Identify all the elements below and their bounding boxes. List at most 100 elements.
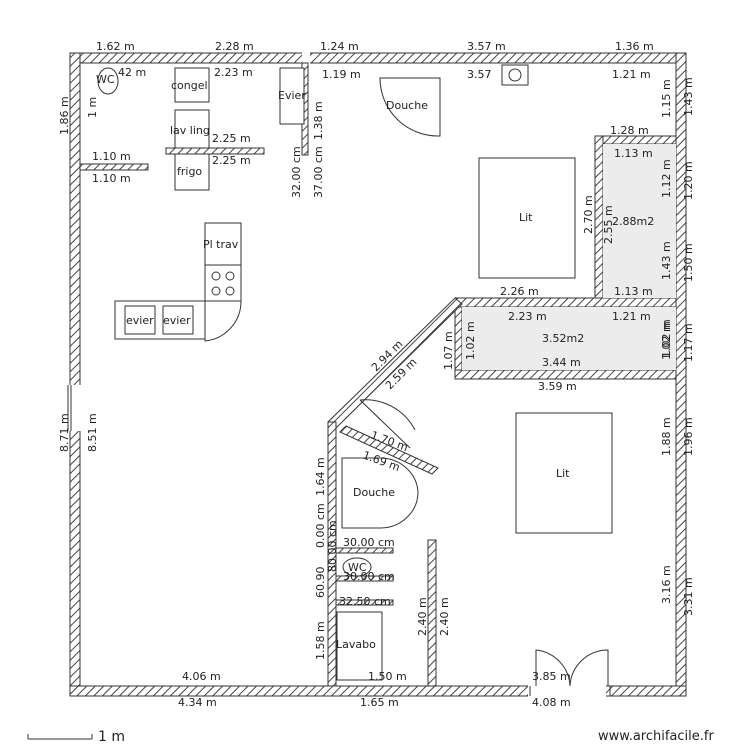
room-congel: congel bbox=[171, 79, 208, 92]
svg-text:1.24 m: 1.24 m bbox=[320, 40, 359, 53]
svg-text:1.28 m: 1.28 m bbox=[610, 124, 649, 137]
svg-text:2.23 m: 2.23 m bbox=[214, 66, 253, 79]
room-labels: WC congel Evier lav ling frigo Douche Pl… bbox=[96, 73, 570, 651]
svg-text:2.40 m: 2.40 m bbox=[438, 597, 451, 636]
room-douche-bottom: Douche bbox=[353, 486, 395, 499]
svg-text:2.55 m: 2.55 m bbox=[602, 205, 615, 244]
svg-text:1.20 m: 1.20 m bbox=[682, 161, 695, 200]
evier-top-fixture bbox=[279, 67, 305, 125]
svg-text:1.15 m: 1.15 m bbox=[660, 79, 673, 118]
bathroom-labels: 1.64 m 0.00 cm 80.00 cm 30.00 cm 60.90 3… bbox=[314, 457, 451, 660]
svg-text:0.00 cm: 0.00 cm bbox=[314, 503, 327, 548]
right-dimensions: 1.43 m 1.20 m 1.50 m 1.17 m 1.96 m 3.31 … bbox=[660, 77, 695, 616]
svg-text:3.16 m: 3.16 m bbox=[660, 565, 673, 604]
room-wc-bottom: WC bbox=[348, 561, 367, 574]
sink-top-fixture bbox=[508, 68, 522, 82]
svg-text:1.17 m: 1.17 m bbox=[682, 323, 695, 362]
svg-text:3.85 m: 3.85 m bbox=[532, 670, 571, 683]
svg-text:2.40 m: 2.40 m bbox=[416, 597, 429, 636]
stove-fixture bbox=[204, 264, 242, 302]
room-evier-1: evier bbox=[126, 314, 154, 327]
svg-text:42 m: 42 m bbox=[118, 66, 146, 79]
room-lavabo: Lavabo bbox=[336, 638, 376, 651]
room-evier-2: evier bbox=[163, 314, 191, 327]
svg-text:1.21 m: 1.21 m bbox=[612, 68, 651, 81]
room-wc-top: WC bbox=[96, 73, 115, 86]
svg-text:1.50 m: 1.50 m bbox=[368, 670, 407, 683]
svg-text:4.06 m: 4.06 m bbox=[182, 670, 221, 683]
svg-text:32.00 cm: 32.00 cm bbox=[290, 146, 303, 198]
svg-text:1.07 m: 1.07 m bbox=[442, 331, 455, 370]
svg-text:3.44 m: 3.44 m bbox=[542, 356, 581, 369]
douche-bottom-fixture bbox=[341, 457, 419, 529]
room-pl-trav: Pl trav bbox=[203, 238, 239, 251]
svg-text:30.00 cm: 30.00 cm bbox=[343, 570, 395, 583]
svg-text:8.71 m: 8.71 m bbox=[58, 413, 71, 452]
svg-text:1.13 m: 1.13 m bbox=[614, 147, 653, 160]
front-door-right bbox=[569, 649, 609, 687]
svg-text:1.10 m: 1.10 m bbox=[92, 172, 131, 185]
closet-mid-labels: 2.26 m 2.23 m 1.21 m 1.07 m 1.02 m 3.52m… bbox=[442, 285, 673, 393]
fixtures bbox=[97, 64, 676, 696]
svg-text:8.51 m: 8.51 m bbox=[86, 413, 99, 452]
room-douche-top: Douche bbox=[386, 99, 428, 112]
douche-top-door bbox=[379, 77, 441, 137]
svg-text:2.25 m: 2.25 m bbox=[212, 154, 251, 167]
scale-bar: 1 m bbox=[27, 729, 125, 745]
svg-text:3.59 m: 3.59 m bbox=[538, 380, 577, 393]
svg-text:4.34 m: 4.34 m bbox=[178, 696, 217, 709]
frigo-fixture bbox=[174, 153, 210, 191]
svg-text:37.00 cm: 37.00 cm bbox=[312, 146, 325, 198]
svg-text:1.64 m: 1.64 m bbox=[314, 457, 327, 496]
outer-walls bbox=[67, 52, 687, 697]
svg-text:1.02 m: 1.02 m bbox=[660, 321, 673, 360]
diagonal-door bbox=[359, 399, 416, 449]
room-lit-top: Lit bbox=[519, 211, 533, 224]
svg-text:1.58 m: 1.58 m bbox=[314, 621, 327, 660]
wc-top-fixture bbox=[97, 67, 119, 95]
svg-text:1.43 m: 1.43 m bbox=[682, 77, 695, 116]
room-lit-bottom: Lit bbox=[556, 467, 570, 480]
svg-text:1.02 m: 1.02 m bbox=[464, 321, 477, 360]
svg-text:2.23 m: 2.23 m bbox=[508, 310, 547, 323]
closet-top-labels: 1.28 m 1.13 m 2.70 m 2.55 m 2.88m2 1.13 … bbox=[582, 124, 654, 298]
lit-top-bed bbox=[478, 157, 576, 279]
svg-text:1.02 m: 1.02 m bbox=[660, 319, 673, 358]
watermark: www.archifacile.fr bbox=[598, 729, 714, 744]
lavabo-fixture bbox=[336, 611, 383, 681]
room-frigo: frigo bbox=[177, 165, 202, 178]
svg-text:2.28 m: 2.28 m bbox=[215, 40, 254, 53]
svg-text:3.57: 3.57 bbox=[467, 68, 492, 81]
svg-text:2.70 m: 2.70 m bbox=[582, 195, 595, 234]
svg-text:1.21 m: 1.21 m bbox=[612, 310, 651, 323]
lav-ling-fixture bbox=[174, 109, 210, 149]
svg-text:1.43 m: 1.43 m bbox=[660, 241, 673, 280]
svg-text:1.65 m: 1.65 m bbox=[360, 696, 399, 709]
kitchen-door-arc bbox=[204, 300, 242, 342]
wc-bottom-fixture bbox=[342, 557, 372, 577]
svg-text:2.25 m: 2.25 m bbox=[212, 132, 251, 145]
svg-text:4.08 m: 4.08 m bbox=[532, 696, 571, 709]
congel-fixture bbox=[174, 67, 210, 103]
svg-text:1.86 m: 1.86 m bbox=[58, 96, 71, 135]
svg-text:1.96 m: 1.96 m bbox=[682, 417, 695, 456]
svg-text:80.00 cm: 80.00 cm bbox=[326, 520, 339, 572]
svg-text:1.13 m: 1.13 m bbox=[614, 285, 653, 298]
left-dimensions: 1.86 m 8.71 m 8.51 m bbox=[58, 96, 99, 452]
svg-text:30.00 cm: 30.00 cm bbox=[343, 536, 395, 549]
svg-text:1.10 m: 1.10 m bbox=[92, 150, 131, 163]
svg-text:60.90: 60.90 bbox=[314, 567, 327, 599]
svg-text:3.31 m: 3.31 m bbox=[682, 577, 695, 616]
svg-text:32.50 cm: 32.50 cm bbox=[339, 595, 391, 608]
front-door-left bbox=[535, 649, 571, 687]
room-lav-ling: lav ling bbox=[170, 124, 210, 137]
interior-walls bbox=[79, 62, 677, 687]
room-evier-top: Evier bbox=[278, 89, 306, 102]
svg-text:1 m: 1 m bbox=[86, 97, 99, 118]
svg-text:1.62 m: 1.62 m bbox=[96, 40, 135, 53]
lit-bottom-bed bbox=[515, 412, 613, 534]
scale-label: 1 m bbox=[98, 729, 125, 745]
svg-text:1.50 m: 1.50 m bbox=[682, 243, 695, 282]
svg-text:2.26 m: 2.26 m bbox=[500, 285, 539, 298]
